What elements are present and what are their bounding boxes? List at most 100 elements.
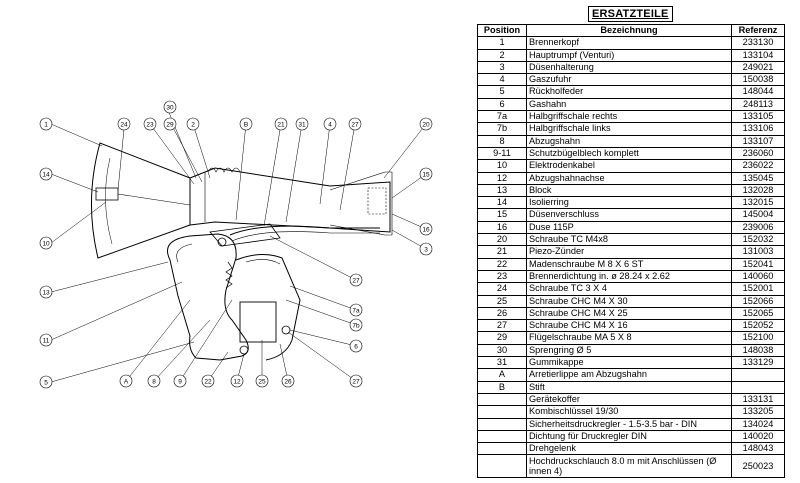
- callout-circle: [349, 339, 363, 353]
- cell-position: [477, 405, 527, 419]
- cell-description: Düsenhalterung: [526, 60, 732, 75]
- callout-3: 13: [39, 285, 53, 299]
- callout-label: 15: [422, 171, 430, 178]
- gas-supply-tube: [229, 225, 380, 236]
- callout-label: 27: [352, 277, 360, 284]
- callout-label: 1: [44, 121, 48, 128]
- header-position: Position: [477, 23, 527, 38]
- callout-24: 27: [349, 374, 363, 388]
- cell-position: 3: [477, 60, 527, 75]
- callout-1: 14: [39, 167, 53, 181]
- callout-label: 22: [204, 378, 212, 385]
- callout-label: 7a: [352, 307, 360, 314]
- callout-circle: [39, 236, 53, 250]
- header-description: Bezeichnung: [526, 23, 732, 38]
- cell-position: A: [477, 368, 527, 382]
- callout-circle: [230, 374, 244, 388]
- venturi-body: [189, 167, 391, 233]
- cell-reference: 249021: [731, 60, 785, 75]
- cell-description: Hauptrumpf (Venturi): [526, 48, 732, 62]
- callout-label: A: [124, 378, 129, 385]
- callout-circle: [419, 117, 433, 131]
- cell-description: Gaszufuhr: [526, 73, 732, 87]
- callout-circle: [419, 167, 433, 181]
- cell-position: 4: [477, 73, 527, 87]
- callout-19: 3: [419, 242, 433, 256]
- callout-5: 5: [39, 375, 53, 389]
- cell-description: Rückholfeder: [526, 85, 732, 99]
- cell-reference: [731, 368, 785, 382]
- callout-circle: [255, 374, 269, 388]
- callout-label: 24: [120, 121, 128, 128]
- callout-label: 12: [233, 378, 241, 385]
- cell-position: 8: [477, 134, 527, 148]
- cell-description: Kombischlüssel 19/30: [526, 405, 732, 419]
- cell-description: Sprengring Ø 5: [526, 343, 732, 358]
- cell-position: 14: [477, 196, 527, 210]
- callout-circle: [201, 374, 215, 388]
- table-row: Hochdruckschlauch 8.0 m mit Anschlüssen …: [477, 454, 785, 479]
- cell-reference: 233130: [731, 36, 785, 50]
- callout-25: A: [119, 374, 133, 388]
- callout-label: 30: [166, 104, 174, 111]
- callout-label: 9: [178, 378, 182, 385]
- callout-9: 29: [163, 117, 177, 131]
- cell-description: Elektrodenkabel: [526, 159, 732, 173]
- cell-position: B: [477, 380, 527, 394]
- cell-position: 1: [477, 36, 527, 50]
- callout-label: 16: [422, 226, 430, 233]
- callout-31: 26: [281, 374, 295, 388]
- callout-circle: [117, 117, 131, 131]
- callout-circle: [281, 374, 295, 388]
- callout-label: 8: [152, 378, 156, 385]
- callout-label: 26: [284, 378, 292, 385]
- callout-7: 23: [143, 117, 157, 131]
- callout-15: 27: [348, 117, 362, 131]
- callout-circle: [348, 117, 362, 131]
- table-row: Sicherheitsdruckregler - 1.5-3.5 bar - D…: [477, 417, 785, 431]
- callout-circle: [163, 117, 177, 131]
- callout-circle: [239, 117, 253, 131]
- cell-position: 7b: [477, 122, 527, 136]
- trigger-guard: [235, 254, 301, 361]
- cell-position: 26: [477, 306, 527, 321]
- cell-reference: 150038: [731, 73, 785, 87]
- cell-description: Brennerdichtung in. ø 28.24 x 2.62: [526, 269, 732, 284]
- callout-28: 22: [201, 374, 215, 388]
- cell-description: Abzugshahn: [526, 134, 732, 148]
- cell-description: Schraube CHC M4 X 16: [526, 319, 732, 333]
- callout-circle: [349, 318, 363, 332]
- callout-circle: [349, 303, 363, 317]
- cell-reference: [731, 380, 785, 394]
- cell-description: Schraube CHC M4 X 30: [526, 294, 732, 308]
- callout-label: 23: [146, 121, 154, 128]
- cell-reference: 132015: [731, 196, 785, 210]
- callout-26: 8: [147, 374, 161, 388]
- cell-position: 9-11: [477, 146, 527, 161]
- callout-0: 1: [39, 117, 53, 131]
- cell-description: Gummikappe: [526, 356, 732, 370]
- callout-label: 5: [44, 379, 48, 386]
- cell-description: Schutzbügelblech komplett: [526, 146, 732, 161]
- callout-17: 15: [419, 167, 433, 181]
- cell-position: 12: [477, 171, 527, 185]
